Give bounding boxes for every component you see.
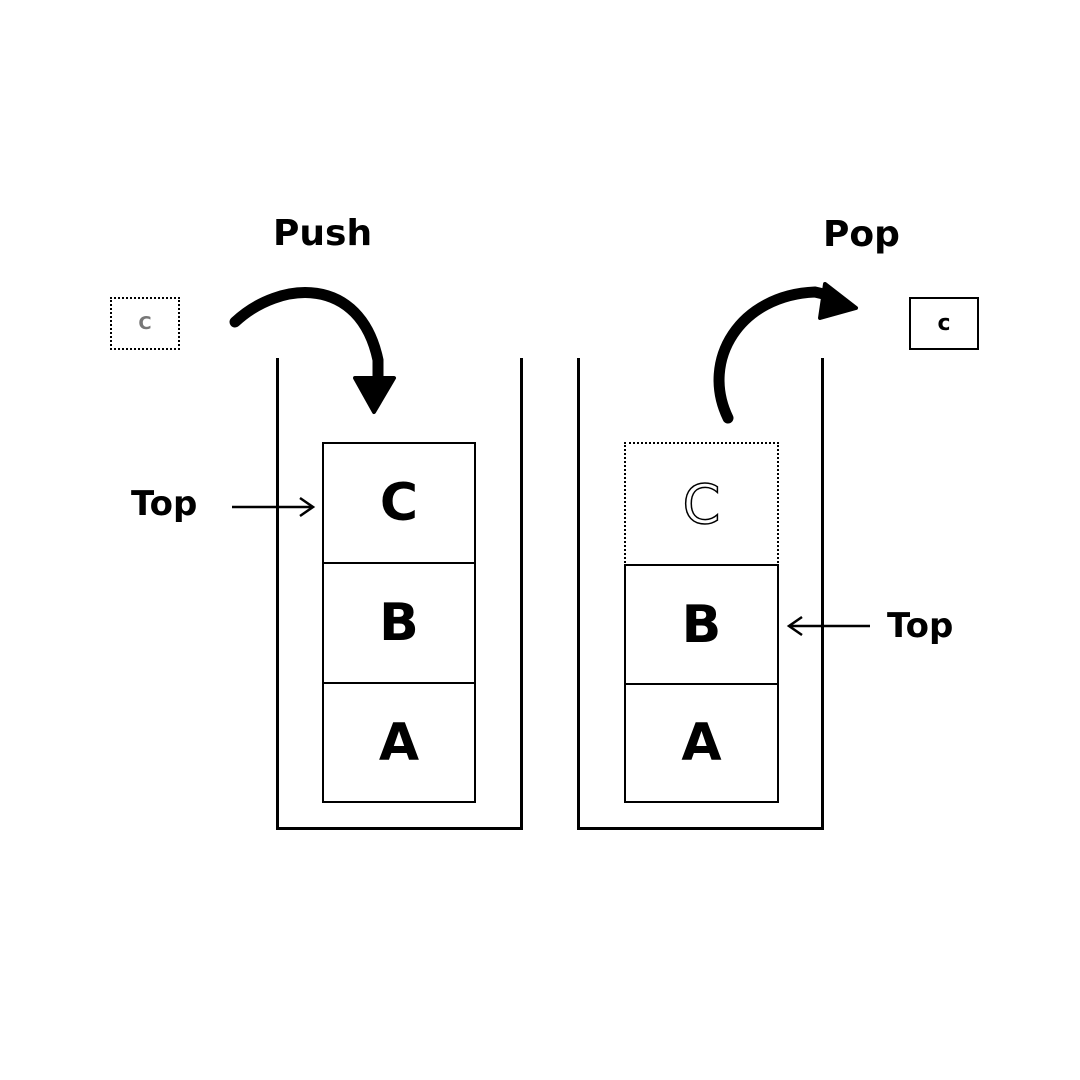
pop-stack-cell-top: B	[624, 564, 779, 685]
push-stack-cell-bottom: A	[322, 682, 476, 803]
pop-stack-cell-label: B	[681, 594, 722, 655]
push-stack-container	[276, 358, 523, 830]
pop-stack-container	[577, 358, 824, 830]
pop-removed-cell-label: C	[682, 472, 721, 537]
push-stack-cell-label: C	[379, 473, 419, 533]
push-stack-cell-label: B	[379, 593, 419, 653]
push-top-label: Top	[131, 484, 198, 524]
push-title: Push	[273, 213, 373, 254]
pop-stack-cell-label: A	[681, 713, 722, 773]
pop-outgoing-item-label: c	[937, 311, 951, 336]
push-incoming-item-label: C	[138, 313, 152, 334]
pop-stack-cell-bottom: A	[624, 683, 779, 803]
push-incoming-item: C	[110, 297, 180, 350]
push-stack-cell-label: A	[378, 712, 420, 773]
push-stack-cell-middle: B	[322, 562, 476, 684]
pop-removed-cell: C	[624, 442, 779, 566]
push-stack-cell-top: C	[322, 442, 476, 564]
pop-top-label: Top	[887, 606, 954, 646]
pop-outgoing-item: c	[909, 297, 979, 350]
pop-title: Pop	[823, 214, 900, 255]
